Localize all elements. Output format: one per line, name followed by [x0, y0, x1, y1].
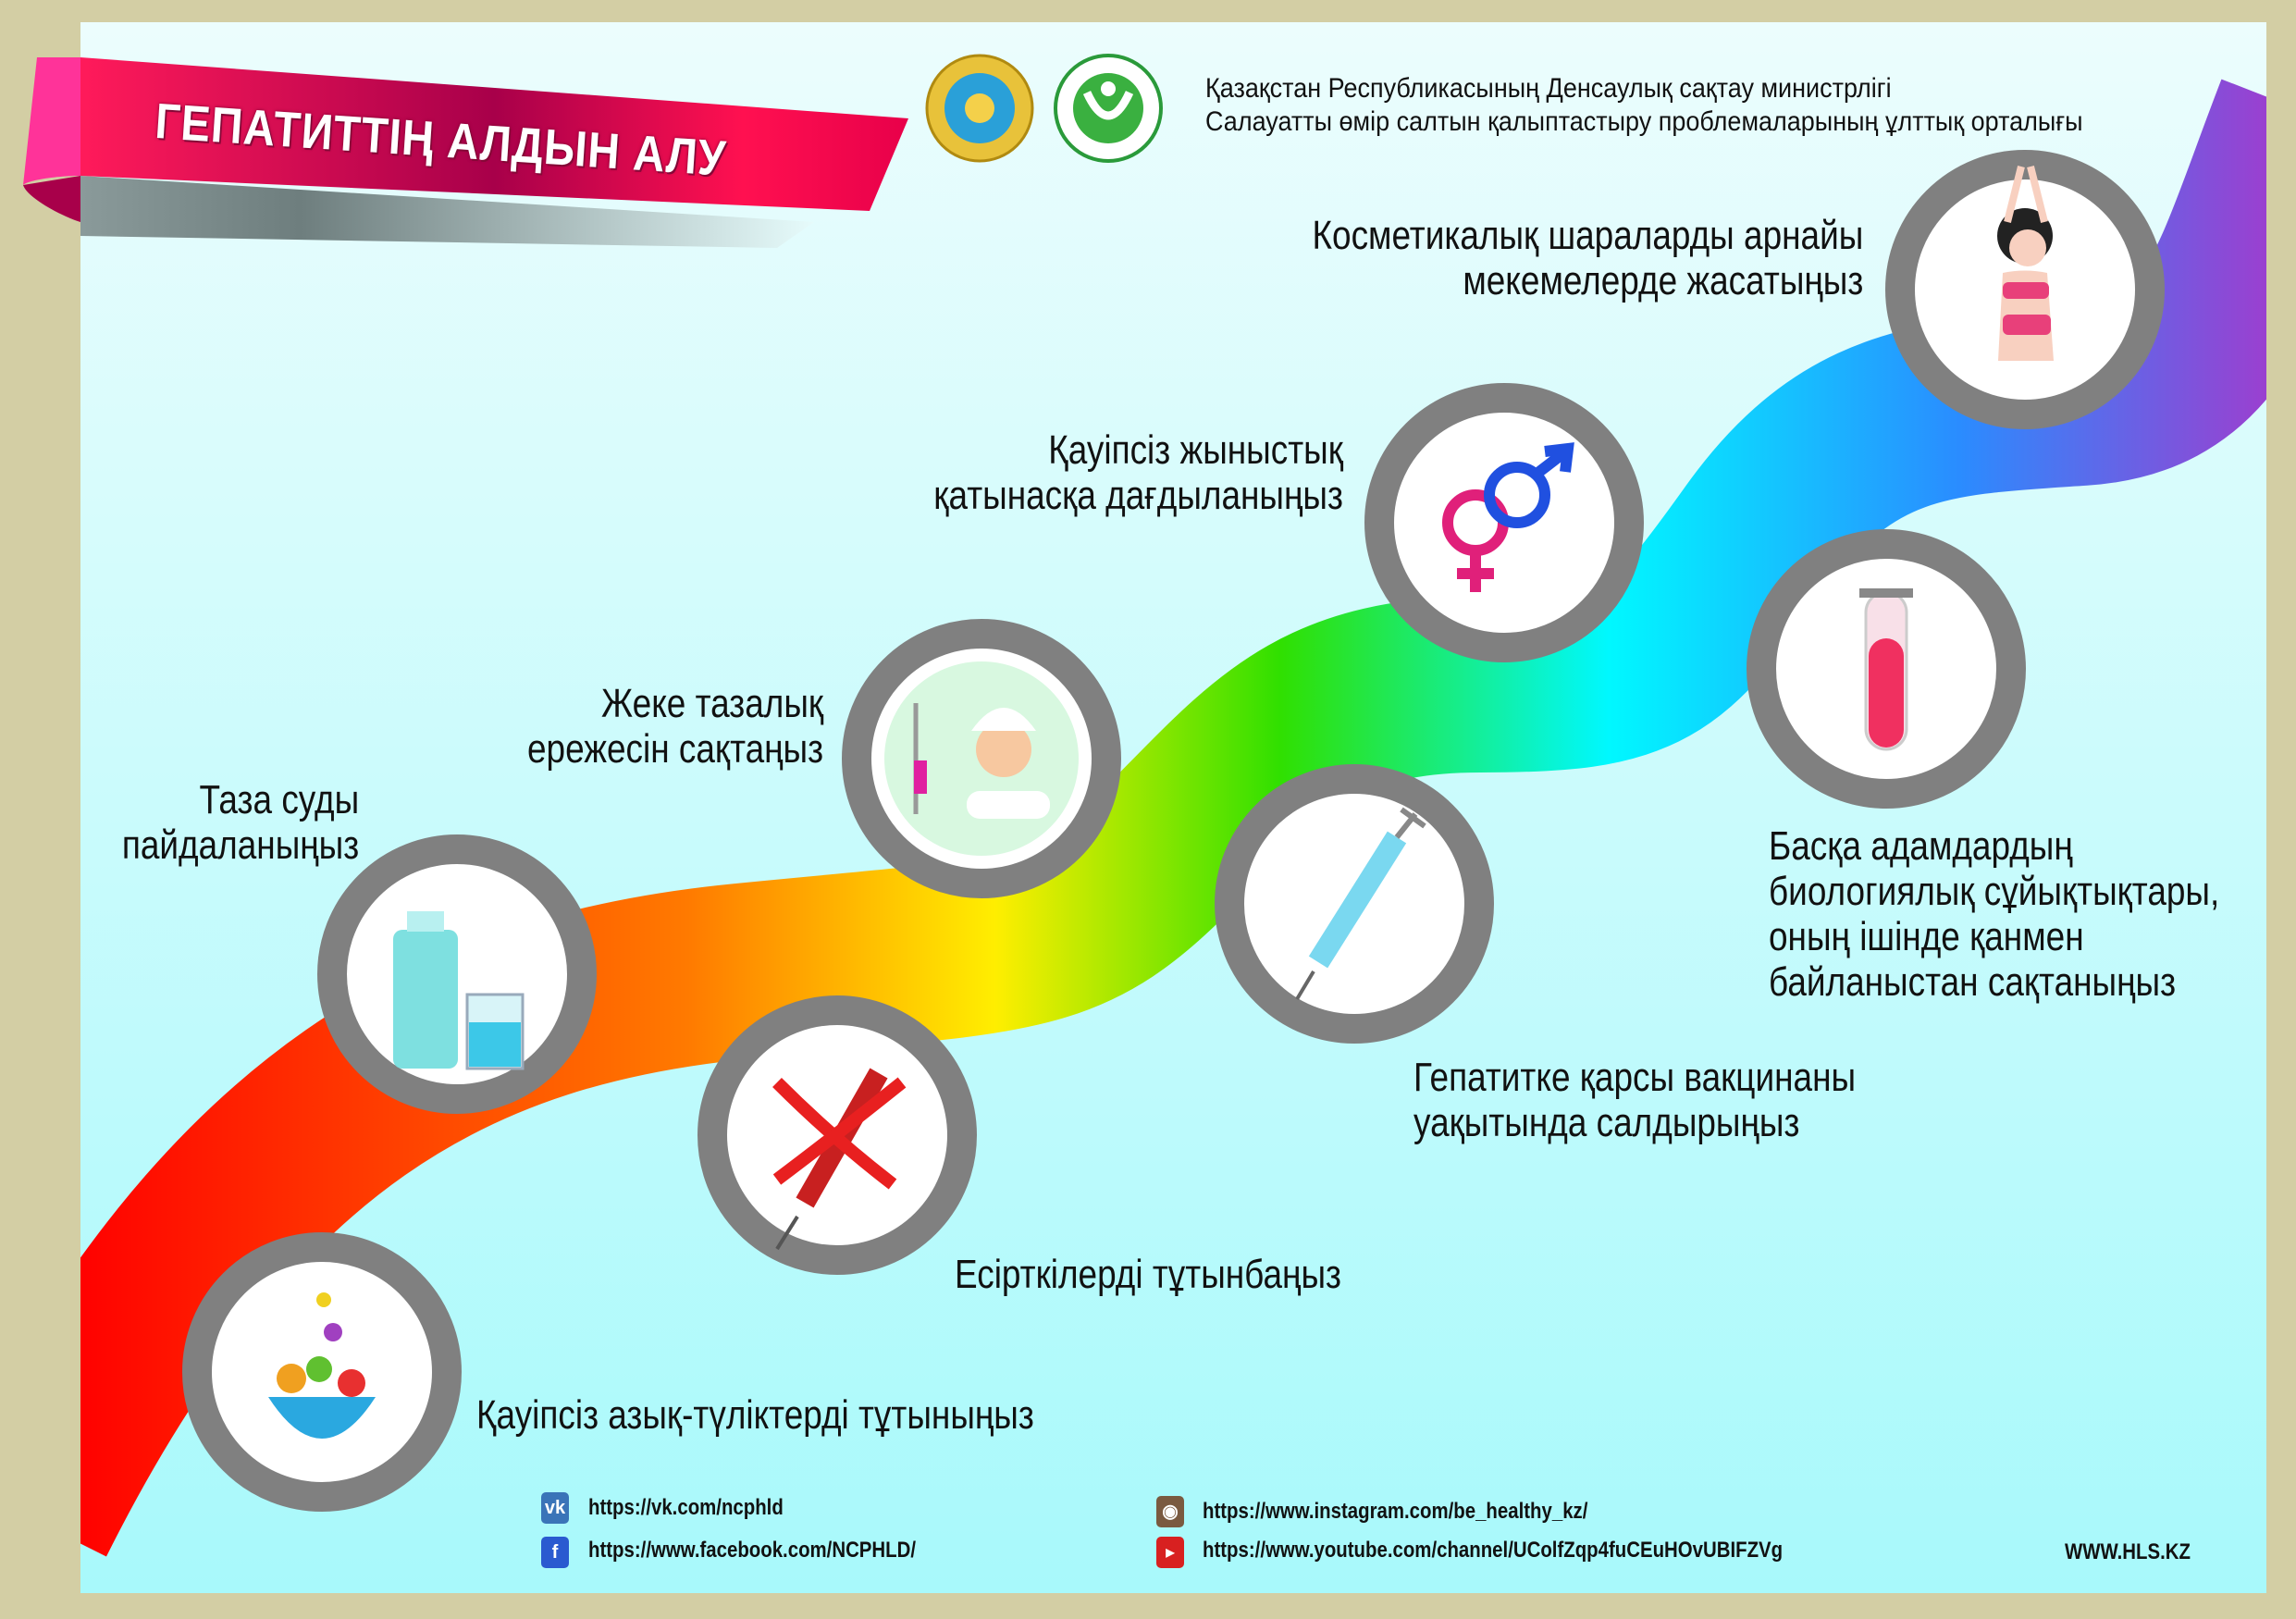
step-food-text: Қауіпсіз азық-түліктерді тұтыныңыз: [476, 1392, 1034, 1438]
ncphld-logo: [1054, 54, 1163, 163]
step-line: ережесін сақтаңыз: [526, 726, 823, 772]
step-line: Таза суды: [199, 777, 359, 822]
step-line: байланыстан сақтаныңыз: [1769, 959, 2177, 1005]
vk-icon: vk: [541, 1492, 569, 1524]
step-line: Косметикалық шараларды арнайы: [1312, 213, 1863, 258]
step-line: Гепатитке қарсы вакцинаны: [1413, 1055, 1857, 1100]
step-line: пайдаланыңыз: [121, 822, 359, 868]
step-line: Қауіпсіз жыныстық: [1048, 427, 1343, 473]
organization-names: Қазақстан Республикасының Денсаулық сақт…: [1205, 72, 2083, 139]
step-line: Қауіпсіз азық-түліктерді тұтыныңыз: [476, 1392, 1034, 1438]
step-water-text: Таза суды пайдаланыңыз: [122, 777, 359, 868]
website-link[interactable]: WWW.HLS.KZ: [2065, 1539, 2191, 1564]
shower-icon: [884, 661, 1079, 856]
facebook-icon: f: [541, 1537, 569, 1568]
instagram-icon: ◉: [1156, 1496, 1184, 1527]
center-name: Салауатты өмір салтын қалыптастыру пробл…: [1205, 106, 2083, 137]
crossed-syringe-icon: [772, 1068, 907, 1251]
title-ribbon: [23, 57, 908, 248]
step-line: Басқа адамдардың: [1769, 823, 2073, 869]
tattooed-woman-icon: [1997, 166, 2054, 361]
step-cosmetic-text: Косметикалық шараларды арнайы мекемелерд…: [1312, 213, 1863, 303]
step-line: уақытында салдырыңыз: [1413, 1100, 1800, 1145]
step-hygiene-text: Жеке тазалық ережесін сақтаңыз: [527, 681, 823, 772]
test-tube-icon: [1859, 588, 1913, 751]
step-line: Жеке тазалық: [600, 681, 823, 726]
facebook-link[interactable]: https://www.facebook.com/NCPHLD/: [588, 1538, 917, 1563]
step-line: мекемелерде жасатыңыз: [1463, 258, 1863, 303]
step-line: Есірткілерді тұтынбаңыз: [955, 1252, 1341, 1297]
vaccine-syringe-icon: [1295, 807, 1426, 1001]
gender-symbols-icon: [1442, 442, 1574, 592]
step-vaccine-text: Гепатитке қарсы вакцинаны уақытында салд…: [1413, 1055, 1856, 1145]
ministry-name: Қазақстан Республикасының Денсаулық сақт…: [1205, 73, 1892, 104]
fruit-bowl-icon: [268, 1292, 376, 1439]
emblem-of-kazakhstan: [925, 54, 1034, 163]
youtube-icon: ▶: [1156, 1537, 1184, 1568]
step-safe-sex-text: Қауіпсіз жыныстық қатынасқа дағдыланыңыз: [933, 427, 1343, 518]
step-line: қатынасқа дағдыланыңыз: [933, 473, 1343, 518]
step-drugs-text: Есірткілерді тұтынбаңыз: [955, 1252, 1341, 1297]
instagram-link[interactable]: https://www.instagram.com/be_healthy_kz/: [1203, 1499, 1588, 1524]
step-line: биологиялық сұйықтықтары,: [1769, 869, 2220, 914]
water-bottle-icon: [393, 911, 525, 1070]
step-blood-text: Басқа адамдардың биологиялық сұйықтықтар…: [1769, 823, 2219, 1005]
vk-link[interactable]: https://vk.com/ncphld: [588, 1495, 784, 1520]
youtube-link[interactable]: https://www.youtube.com/channel/UColfZqp…: [1203, 1538, 1784, 1563]
step-line: оның ішінде қанмен: [1769, 914, 2084, 959]
